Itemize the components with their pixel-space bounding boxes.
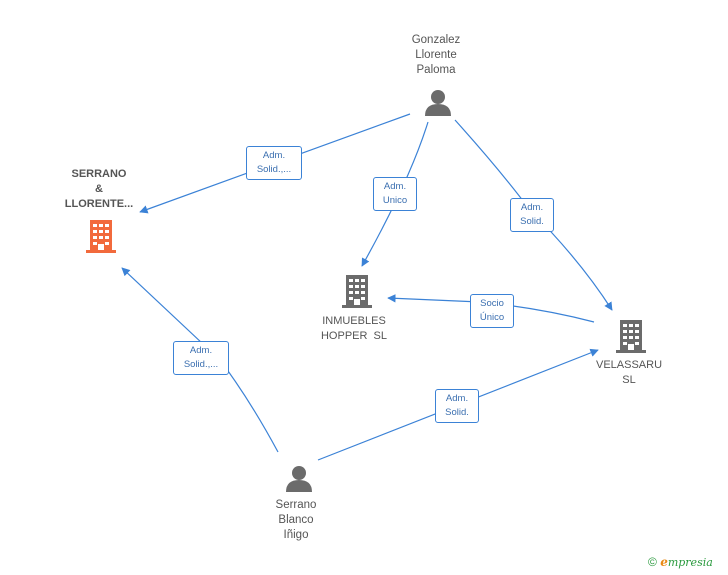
edge-label-gonzalez-serrano-llorente[interactable]: Adm. Solid.,... [246, 146, 302, 180]
edge-label-serrano-blanco-velassaru[interactable]: Adm. Solid. [435, 389, 479, 423]
node-label-inmuebles[interactable]: INMUEBLES HOPPER SL [304, 314, 404, 344]
node-label-serrano-llorente[interactable]: SERRANO & LLORENTE... [49, 167, 149, 212]
node-label-line: & [95, 183, 103, 195]
edge-label-line: Adm. [189, 345, 213, 356]
building-icon[interactable] [616, 320, 646, 353]
copyright-icon: © [648, 555, 657, 569]
edge-label-line: Único [479, 312, 505, 323]
node-label-line: Blanco [278, 514, 314, 526]
edge-label-line: Adm. [445, 393, 469, 404]
edge-label-line: Solid.,... [256, 164, 292, 175]
node-label-gonzalez[interactable]: Gonzalez Llorente Paloma [396, 33, 476, 78]
node-label-line: SERRANO [71, 168, 127, 180]
edge-label-serrano-blanco-serrano-llorente[interactable]: Adm. Solid.,... [173, 341, 229, 375]
edge-label-line: Solid.,... [183, 359, 219, 370]
building-icon[interactable] [342, 275, 372, 308]
node-label-line: Gonzalez [411, 34, 461, 46]
node-label-serrano-blanco[interactable]: Serrano Blanco Iñigo [256, 498, 336, 543]
brand-logo-initial: e [660, 555, 668, 569]
person-icon[interactable] [425, 90, 451, 116]
node-label-line: INMUEBLES [322, 315, 386, 327]
edge-label-line: Solid. [520, 216, 544, 227]
node-label-line: Serrano [275, 499, 317, 511]
edge-label-gonzalez-velassaru[interactable]: Adm. Solid. [510, 198, 554, 232]
node-label-line: LLORENTE... [64, 198, 134, 210]
edge-label-line: Solid. [445, 407, 469, 418]
brand-logo-rest: mpresia [667, 556, 713, 569]
edge-label-velassaru-inmuebles[interactable]: Socio Único [470, 294, 514, 328]
edge-label-line: Adm. [520, 202, 544, 213]
node-label-line: Llorente [415, 49, 457, 61]
edge-label-gonzalez-inmuebles[interactable]: Adm. Unico [373, 177, 417, 211]
node-label-line: HOPPER SL [320, 330, 388, 342]
building-icon[interactable] [86, 220, 116, 253]
edge-label-line: Unico [382, 195, 408, 206]
person-icon[interactable] [286, 466, 312, 492]
node-label-line: SL [622, 374, 636, 386]
footer-brand: © empresia [648, 555, 713, 569]
edge-label-line: Adm. [262, 150, 286, 161]
edge-label-line: Socio [480, 298, 504, 309]
node-label-line: Iñigo [283, 529, 309, 541]
node-label-velassaru[interactable]: VELASSARU SL [586, 358, 672, 388]
node-label-line: VELASSARU [595, 359, 663, 371]
edge-label-line: Adm. [383, 181, 407, 192]
node-label-line: Paloma [416, 64, 456, 76]
